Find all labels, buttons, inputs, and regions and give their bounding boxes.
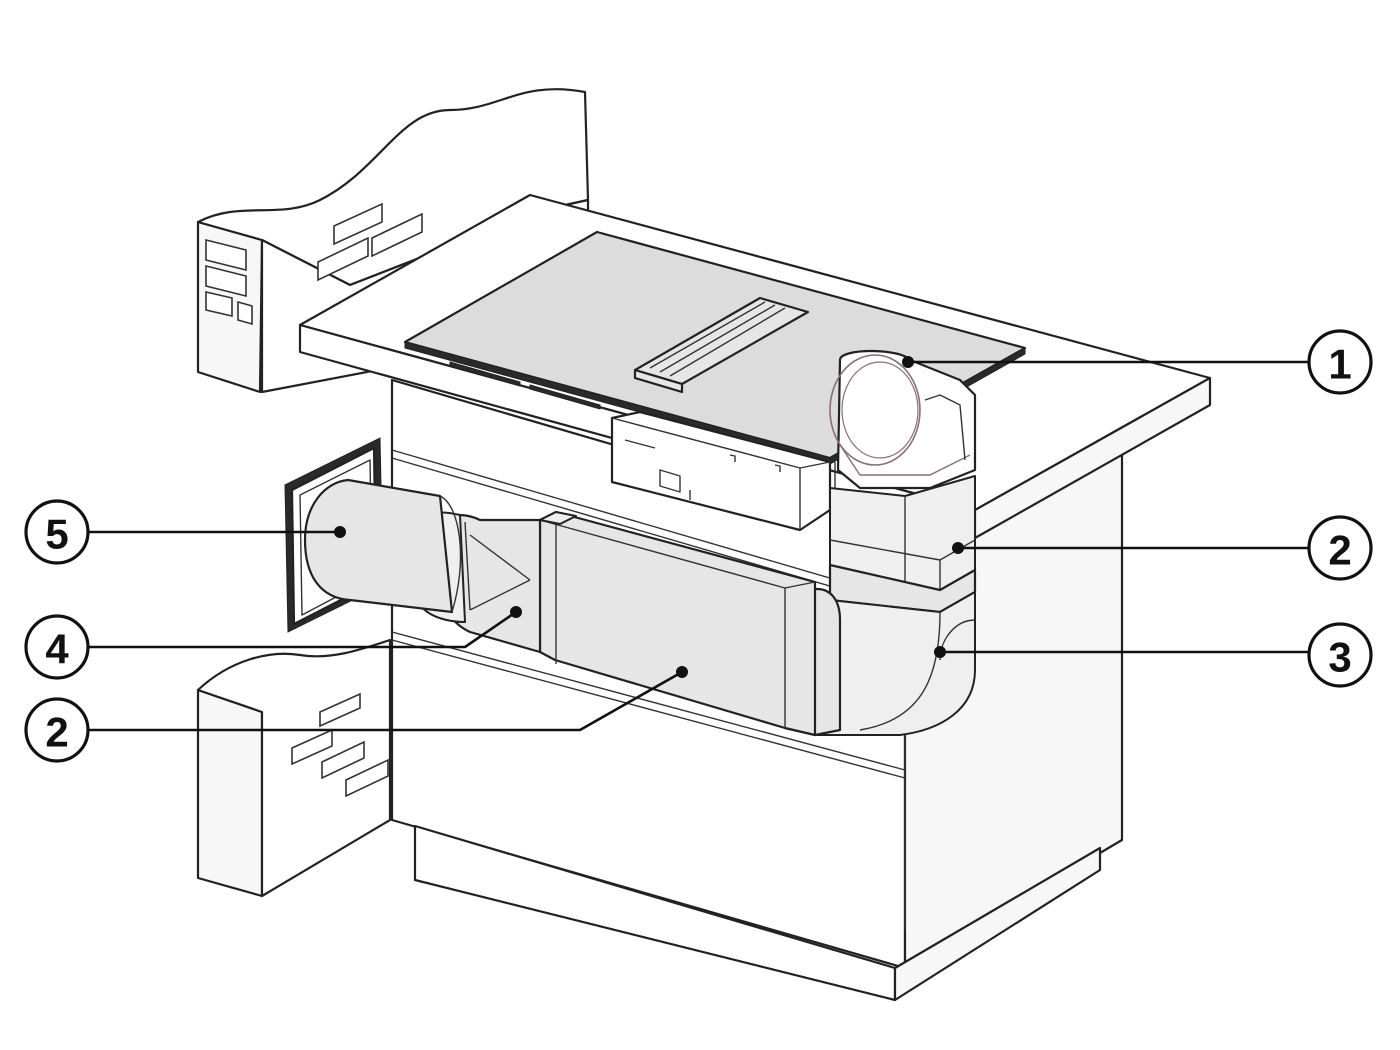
callout-5-label: 5 — [45, 511, 68, 558]
callout-2-upper-label: 2 — [1328, 527, 1351, 574]
callout-leaders — [88, 356, 1312, 732]
callout-4: 4 — [24, 614, 90, 680]
callout-4-label: 4 — [45, 626, 69, 673]
downdraft-extractor-slot — [633, 296, 810, 394]
wall-sleeve-component-5 — [284, 437, 462, 633]
callout-1-label: 1 — [1328, 341, 1351, 388]
lower-wall-section — [196, 638, 392, 898]
callout-5: 5 — [24, 499, 90, 565]
callout-3-label: 3 — [1328, 634, 1351, 681]
callout-1: 1 — [1307, 329, 1373, 395]
callout-2-upper: 2 — [1307, 515, 1373, 581]
callout-2-lower-label: 2 — [45, 709, 68, 756]
flat-duct-vertical-section — [828, 475, 977, 930]
callout-3: 3 — [1307, 622, 1373, 688]
flat-duct-horizontal-section — [538, 510, 817, 737]
callout-2-lower: 2 — [24, 697, 90, 763]
